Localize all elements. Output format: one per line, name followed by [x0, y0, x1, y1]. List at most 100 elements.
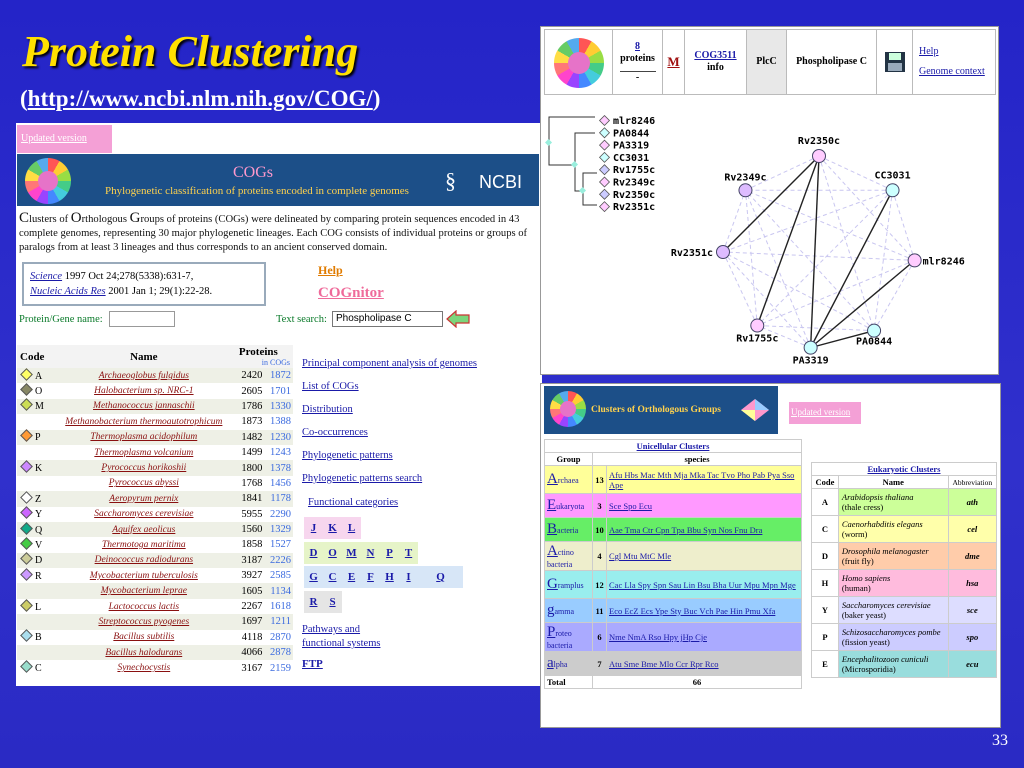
organism-name-link[interactable]: Aquifex aeolicus — [51, 521, 236, 538]
organism-name-link[interactable]: Mycobacterium tuberculosis — [89, 570, 198, 581]
m-link[interactable]: M — [663, 30, 685, 94]
species-links[interactable]: Aae Tma Ctr Cpn Tpa Bbu Syn Nos Fnu Dra — [606, 517, 802, 542]
genome-context-link[interactable]: Genome context — [919, 66, 985, 77]
category-letter-link[interactable]: H — [385, 571, 394, 583]
organism-name-link[interactable]: Deinococcus radiodurans — [51, 552, 236, 569]
cog-logo-icon — [550, 391, 586, 427]
cluster-group[interactable]: gamma — [544, 598, 593, 623]
cog-count: 2870 — [270, 631, 291, 643]
cluster-group[interactable]: Proteo bacteria — [544, 622, 593, 652]
organism-name-link[interactable]: Bacillus halodurans — [51, 645, 236, 661]
category-letter-link[interactable]: R — [309, 596, 318, 608]
organism-name-link[interactable]: Pyrococcus abyssi — [108, 478, 179, 489]
category-letter-link[interactable]: O — [328, 547, 337, 559]
category-letter-link[interactable]: L — [347, 522, 356, 534]
organism-name-link[interactable]: Thermoplasma volcanium — [94, 447, 194, 458]
category-letter-link[interactable]: G — [309, 571, 318, 583]
cog-count: 1243 — [270, 447, 291, 459]
category-letter-link[interactable]: Q — [436, 571, 445, 583]
species-links[interactable]: Afu Hbs Mac Mth Mja Mka Tac Tvo Pho Pab … — [606, 465, 802, 494]
updated-version-link[interactable]: Updated version — [789, 402, 861, 424]
category-letter-link[interactable]: J — [310, 522, 317, 534]
text-search-input[interactable]: Phospholipase C — [332, 311, 443, 327]
category-letter-link[interactable]: I — [406, 571, 411, 583]
category-letter-link[interactable]: T — [404, 547, 413, 559]
graph-node-icon[interactable] — [750, 318, 765, 333]
species-links[interactable]: Cgl Mtu MtC Mle — [606, 541, 802, 571]
cluster-group[interactable]: alpha — [544, 651, 593, 676]
unicellular-title[interactable]: Unicellular Clusters — [544, 439, 802, 453]
graph-node-icon[interactable] — [867, 323, 882, 338]
cog-url-link[interactable]: http://www.ncbi.nlm.nih.gov/COG/ — [27, 86, 373, 111]
category-letter-link[interactable]: D — [309, 547, 318, 559]
category-letter-link[interactable]: E — [347, 571, 356, 583]
ftp-link[interactable]: FTP — [302, 658, 323, 670]
nar-citation-link[interactable]: Nucleic Acids Res — [30, 286, 106, 297]
category-letter-link[interactable]: N — [366, 547, 375, 559]
menu-pca-link[interactable]: Principal component analysis of genomes — [302, 358, 477, 369]
organism-name-link[interactable]: Saccharomyces cerevisiae — [94, 509, 194, 520]
category-letter-link[interactable]: S — [329, 596, 336, 608]
category-letter-link[interactable]: F — [367, 571, 374, 583]
science-citation-link[interactable]: Science — [30, 271, 63, 282]
graph-node-icon[interactable] — [907, 253, 922, 268]
tree-node-icon — [578, 186, 587, 195]
updated-version-link[interactable]: Updated version — [17, 125, 112, 153]
species-links[interactable]: Nme NmA Rso Hpy jHp Cje — [606, 622, 802, 652]
species-links[interactable]: Sce Spo Ecu — [606, 493, 802, 518]
help-link-top[interactable]: Help — [919, 46, 939, 57]
organism-name-link[interactable]: Lactococcus lactis — [108, 601, 180, 612]
graph-node-icon[interactable] — [885, 183, 900, 198]
cog-count: 1378 — [264, 460, 293, 476]
search-arrow-icon[interactable] — [446, 310, 470, 328]
organism-code — [17, 614, 52, 630]
cluster-group[interactable]: Gramplus — [544, 570, 593, 599]
euk-code: C — [811, 515, 839, 543]
species-links[interactable]: Cac Lla Spy Spn Sau Lin Bsu Bha Uur Mpu … — [606, 570, 802, 599]
menu-distribution-link[interactable]: Distribution — [302, 404, 353, 415]
organism-name-link[interactable]: Bacillus subtilis — [113, 632, 175, 643]
graph-node-icon[interactable] — [716, 245, 730, 259]
organism-name-link[interactable]: Archaeoglobus fulgidus — [51, 368, 236, 384]
category-letter-link[interactable]: P — [386, 547, 393, 559]
species-links[interactable]: Eco EcZ Ecs Ype Sty Buc Vch Pae Hin Pmu … — [606, 598, 802, 623]
help-link[interactable]: Help — [318, 263, 343, 277]
organism-name-link[interactable]: Synechocystis — [117, 663, 171, 674]
menu-cooccurrences-link[interactable]: Co-occurrences — [302, 427, 368, 438]
protein-gene-input[interactable] — [109, 311, 175, 327]
cognitor-link[interactable]: COGnitor — [318, 285, 384, 301]
organism-name-link[interactable]: Mycobacterium leprae — [51, 583, 236, 599]
functional-categories-link[interactable]: Functional categories — [308, 497, 399, 508]
cluster-group[interactable]: Actino bacteria — [544, 541, 593, 571]
graph-node-icon[interactable] — [812, 149, 826, 163]
cluster-group[interactable]: Archaea — [544, 465, 593, 494]
organism-name-link[interactable]: Streptococcus pyogenes — [51, 614, 236, 630]
organism-name-link[interactable]: Methanobacterium thermoautotrophicum — [65, 416, 223, 427]
graph-node-icon[interactable] — [803, 340, 818, 355]
save-icon[interactable] — [877, 30, 913, 94]
category-letter-link[interactable]: M — [346, 547, 357, 559]
eukaryotic-title[interactable]: Eukaryotic Clusters — [811, 462, 997, 476]
organism-name-link[interactable]: Halobacterium sp. NRC-1 — [94, 386, 194, 397]
graph-node-icon[interactable] — [738, 183, 753, 198]
organism-name-link[interactable]: Aeropyrum pernix — [51, 491, 236, 507]
tree-leaf-label: CC3031 — [613, 153, 649, 164]
organism-name-link[interactable]: Methanococcus jannaschii — [51, 398, 236, 415]
cog-count: 1329 — [264, 521, 293, 538]
category-letter-link[interactable]: K — [328, 522, 337, 534]
menu-patterns-link[interactable]: Phylogenetic patterns — [302, 450, 393, 461]
category-letter-link[interactable]: C — [328, 571, 337, 583]
species-links[interactable]: Atu Sme Bme Mlo Ccr Rpr Rco — [606, 651, 802, 676]
organism-name-link[interactable]: Thermotoga maritima — [101, 539, 186, 550]
cluster-group[interactable]: Bacteria — [544, 517, 593, 542]
organism-name-link[interactable]: Pyrococcus horikoshii — [51, 460, 236, 476]
organism-name-link[interactable]: Thermoplasma acidophilum — [51, 429, 236, 445]
cluster-group[interactable]: Eukaryota — [544, 493, 593, 518]
menu-patterns-search-link[interactable]: Phylogenetic patterns search — [302, 473, 423, 484]
menu-list-link[interactable]: List of COGs — [302, 381, 359, 392]
organism-code: Z — [17, 490, 52, 507]
